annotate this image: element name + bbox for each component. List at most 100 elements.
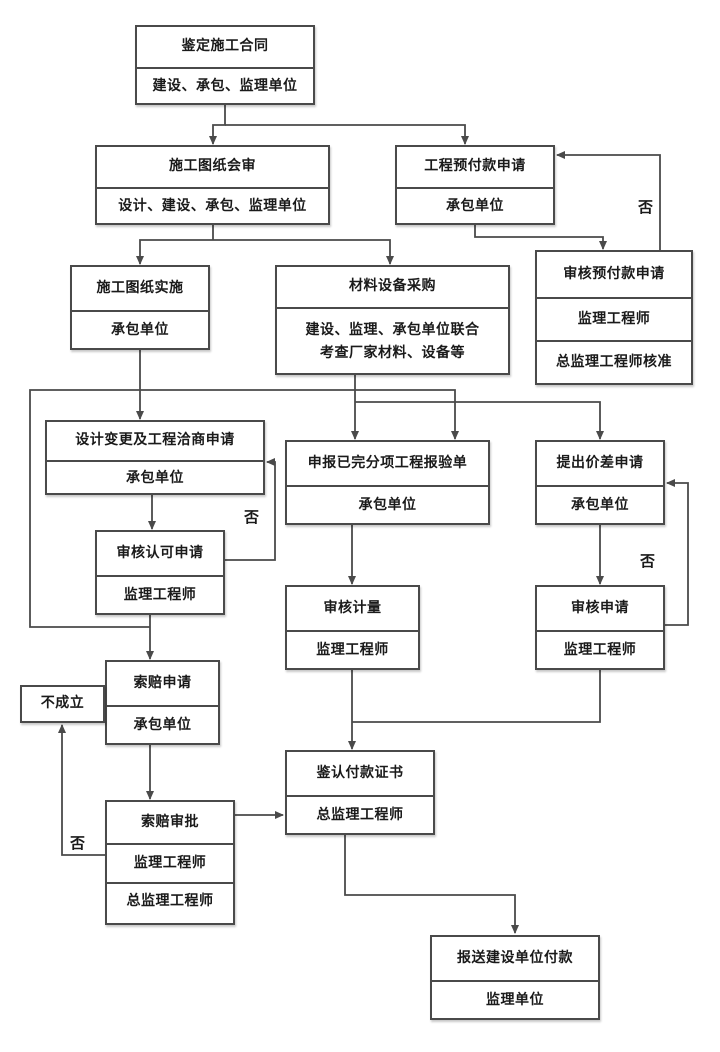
node-claim-approve: 索赔审批监理工程师总监理工程师 — [105, 800, 235, 925]
node-material: 材料设备采购建设、监理、承包单位联合考查厂家材料、设备等 — [275, 265, 510, 375]
edge-prepay-apply-to-prepay-audit — [474, 225, 607, 250]
node-label: 监理单位 — [486, 992, 544, 1009]
node-label: 考查厂家材料、设备等 — [320, 345, 465, 361]
node-label: 监理工程师 — [133, 854, 207, 871]
node-change-apply-row-0: 设计变更及工程洽商申请 — [47, 422, 263, 460]
node-label: 总监理工程师核准 — [556, 353, 672, 370]
node-label: 承包单位 — [111, 322, 169, 339]
edge-price-diff-audit-no-return — [665, 479, 689, 626]
node-label: 建设、承包、监理单位 — [152, 78, 298, 95]
node-payment-cert-row-1: 总监理工程师 — [287, 795, 433, 835]
node-measure-audit-row-0: 审核计量 — [287, 587, 418, 630]
node-change-apply-row-1: 承包单位 — [47, 460, 263, 495]
node-drawing-impl-row-0: 施工图纸实施 — [72, 267, 208, 310]
node-prepay-audit-row-1: 监理工程师 — [537, 297, 691, 340]
edge-label-no-change: 否 — [244, 508, 260, 526]
edge-price-diff-audit-to-join — [352, 670, 601, 723]
node-label: 鉴认付款证书 — [316, 764, 404, 781]
node-prepay-audit-row-0: 审核预付款申请 — [537, 252, 691, 297]
node-price-diff-audit-row-1: 监理工程师 — [537, 630, 663, 670]
node-send-payment: 报送建设单位付款监理单位 — [430, 935, 600, 1020]
node-label: 审核预付款申请 — [563, 265, 665, 282]
node-drawing-review-row-0: 施工图纸会审 — [97, 147, 328, 187]
node-label: 承包单位 — [133, 717, 192, 734]
node-drawing-impl-row-1: 承包单位 — [72, 310, 208, 350]
node-prepay-apply-row-0: 工程预付款申请 — [397, 147, 553, 187]
node-label: 审核计量 — [323, 599, 382, 616]
edge-label-no-claim: 否 — [70, 834, 86, 852]
edge-prepay-audit-no-return — [556, 151, 661, 250]
edge-to-drawing-impl — [136, 239, 213, 265]
node-label: 材料设备采购 — [349, 278, 436, 295]
node-completed-report-row-1: 承包单位 — [287, 485, 488, 525]
edge-change-audit-no-return — [225, 458, 276, 561]
node-label: 承包单位 — [358, 497, 417, 514]
node-claim-approve-row-0: 索赔审批 — [107, 802, 233, 843]
node-price-diff-apply-row-0: 提出价差申请 — [537, 442, 663, 485]
node-payment-cert-row-0: 鉴认付款证书 — [287, 752, 433, 795]
edge-label-no-price-diff: 否 — [640, 552, 656, 570]
edge-label-no-prepay: 否 — [638, 198, 654, 216]
node-change-audit-row-0: 审核认可申请 — [97, 532, 223, 575]
node-not-established: 不成立 — [20, 685, 105, 723]
node-label: 承包单位 — [446, 198, 504, 215]
node-label: 设计、建设、承包、监理单位 — [118, 198, 307, 215]
node-claim-apply-row-1: 承包单位 — [107, 705, 218, 745]
edge-branch-to-price-diff-apply — [355, 401, 604, 440]
node-payment-cert: 鉴认付款证书总监理工程师 — [285, 750, 435, 835]
node-label: 报送建设单位付款 — [457, 949, 573, 966]
node-prepay-apply: 工程预付款申请承包单位 — [395, 145, 555, 225]
node-label: 审核认可申请 — [116, 544, 204, 561]
node-measure-audit: 审核计量监理工程师 — [285, 585, 420, 670]
node-not-established-row-0: 不成立 — [22, 687, 103, 721]
node-material-row-0: 材料设备采购 — [277, 267, 508, 307]
node-claim-apply: 索赔申请承包单位 — [105, 660, 220, 745]
node-drawing-review: 施工图纸会审设计、建设、承包、监理单位 — [95, 145, 330, 225]
node-change-audit-row-1: 监理工程师 — [97, 575, 223, 615]
node-completed-report: 申报已完分项工程报验单承包单位 — [285, 440, 490, 525]
node-label: 审核申请 — [571, 599, 629, 616]
node-drawing-impl: 施工图纸实施承包单位 — [70, 265, 210, 350]
node-label: 施工图纸实施 — [96, 279, 184, 296]
node-price-diff-audit-row-0: 审核申请 — [537, 587, 663, 630]
edge-payment-cert-to-send-payment — [344, 835, 519, 934]
node-label: 总监理工程师 — [316, 807, 404, 824]
node-prepay-audit: 审核预付款申请监理工程师总监理工程师核准 — [535, 250, 693, 385]
node-prepay-apply-row-1: 承包单位 — [397, 187, 553, 225]
node-contract-row-1: 建设、承包、监理单位 — [137, 67, 313, 105]
node-completed-report-row-0: 申报已完分项工程报验单 — [287, 442, 488, 485]
node-label: 工程预付款申请 — [424, 158, 526, 175]
edge-to-material — [213, 239, 394, 265]
node-label: 监理工程师 — [577, 310, 651, 327]
node-send-payment-row-1: 监理单位 — [432, 980, 598, 1020]
node-measure-audit-row-1: 监理工程师 — [287, 630, 418, 670]
node-label: 施工图纸会审 — [169, 158, 256, 175]
node-contract-row-0: 鉴定施工合同 — [137, 27, 313, 67]
node-label: 不成立 — [40, 695, 85, 712]
node-label: 总监理工程师 — [126, 892, 214, 909]
node-change-apply: 设计变更及工程洽商申请承包单位 — [45, 420, 265, 495]
node-label: 鉴定施工合同 — [181, 38, 269, 55]
node-label: 承包单位 — [571, 497, 629, 514]
node-change-audit: 审核认可申请监理工程师 — [95, 530, 225, 615]
edge-change-audit-loop-to-completed-report — [29, 389, 459, 628]
node-drawing-review-row-1: 设计、建设、承包、监理单位 — [97, 187, 328, 225]
node-label: 提出价差申请 — [556, 454, 644, 471]
node-claim-approve-row-2: 总监理工程师 — [107, 882, 233, 919]
node-label: 索赔申请 — [133, 674, 192, 691]
node-label: 索赔审批 — [141, 813, 199, 830]
edge-contract-to-drawing-review — [209, 105, 226, 145]
node-send-payment-row-0: 报送建设单位付款 — [432, 937, 598, 980]
node-contract: 鉴定施工合同建设、承包、监理单位 — [135, 25, 315, 105]
node-label: 建设、监理、承包单位联合 — [305, 321, 480, 338]
node-price-diff-apply: 提出价差申请承包单位 — [535, 440, 665, 525]
edge-contract-to-prepay-apply — [225, 124, 469, 145]
node-claim-approve-row-1: 监理工程师 — [107, 843, 233, 882]
node-prepay-audit-row-2: 总监理工程师核准 — [537, 340, 691, 383]
node-label: 监理工程师 — [563, 642, 637, 659]
node-material-row-1: 建设、监理、承包单位联合考查厂家材料、设备等 — [277, 307, 508, 375]
node-label: 监理工程师 — [316, 642, 389, 659]
node-label: 承包单位 — [126, 469, 184, 486]
